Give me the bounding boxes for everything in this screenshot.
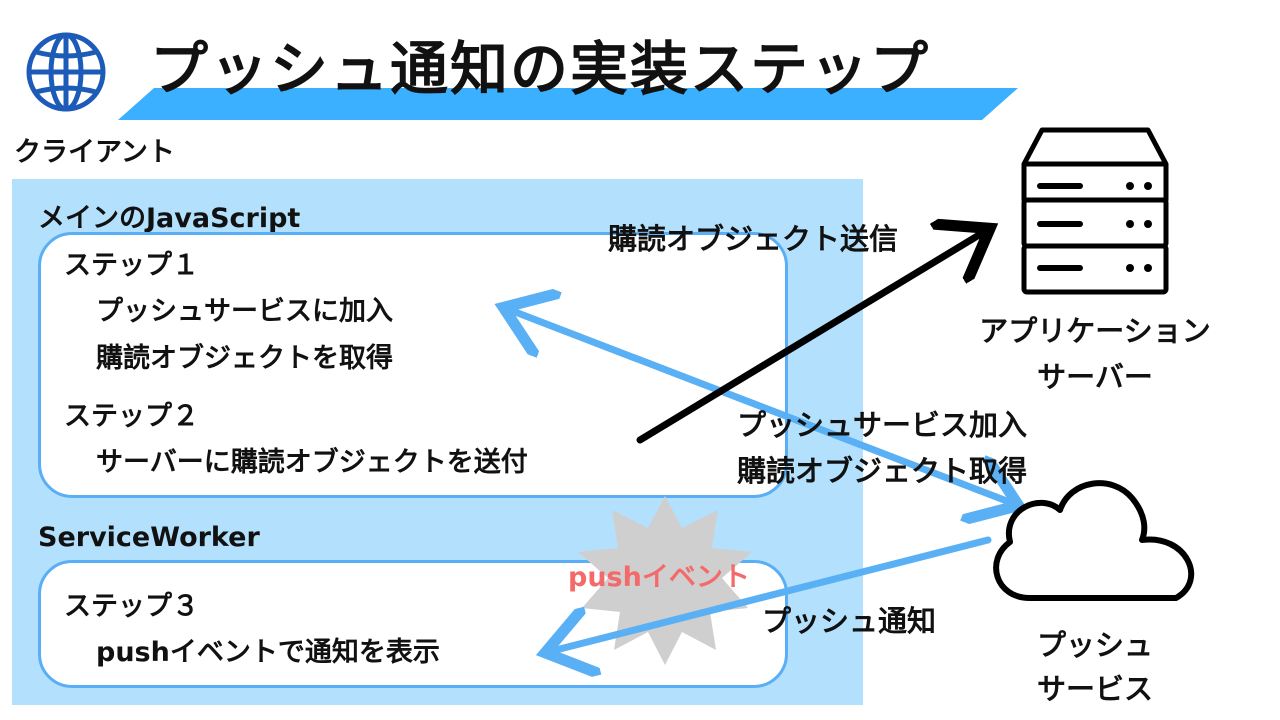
step1-title: ステップ１ — [64, 250, 199, 281]
subscribe-arrow — [510, 310, 1012, 503]
step2-line1: サーバーに購読オブジェクトを送付 — [96, 447, 528, 478]
push-service-label-line2: サービス — [1036, 672, 1153, 706]
step1-line2: 購読オブジェクトを取得 — [96, 343, 393, 374]
globe-icon — [26, 32, 106, 112]
server-icon-lights — [1126, 182, 1152, 272]
push-event-label: pushイベント — [568, 562, 750, 593]
server-icon — [1021, 127, 1169, 295]
subscribe-label-line2: 購読オブジェクト取得 — [737, 454, 1028, 488]
title-underline-band — [118, 88, 1018, 120]
push-notification-label: プッシュ通知 — [762, 604, 937, 638]
page-title: プッシュ通知の実装ステップ — [150, 35, 931, 103]
service-worker-label: ServiceWorker — [38, 522, 260, 553]
send-subscription-arrow — [636, 232, 984, 444]
send-subscription-label: 購読オブジェクト送信 — [608, 222, 899, 256]
subscribe-label-line1: プッシュサービス加入 — [737, 408, 1028, 442]
push-event-starburst — [578, 496, 752, 665]
main-js-label: メインのJavaScript — [38, 203, 301, 234]
step1-line1: プッシュサービスに加入 — [96, 296, 393, 327]
push-service-label-line1: プッシュ — [1036, 628, 1153, 662]
step2-title: ステップ２ — [64, 401, 199, 432]
app-server-label-line2: サーバー — [1037, 360, 1153, 394]
push-notification-arrow — [552, 536, 992, 651]
client-label: クライアント — [14, 137, 175, 168]
step3-line1: pushイベントで通知を表示 — [96, 637, 440, 668]
app-server-label-line1: アプリケーション — [979, 314, 1211, 348]
step3-title: ステップ３ — [64, 591, 199, 622]
cloud-icon — [993, 480, 1195, 601]
